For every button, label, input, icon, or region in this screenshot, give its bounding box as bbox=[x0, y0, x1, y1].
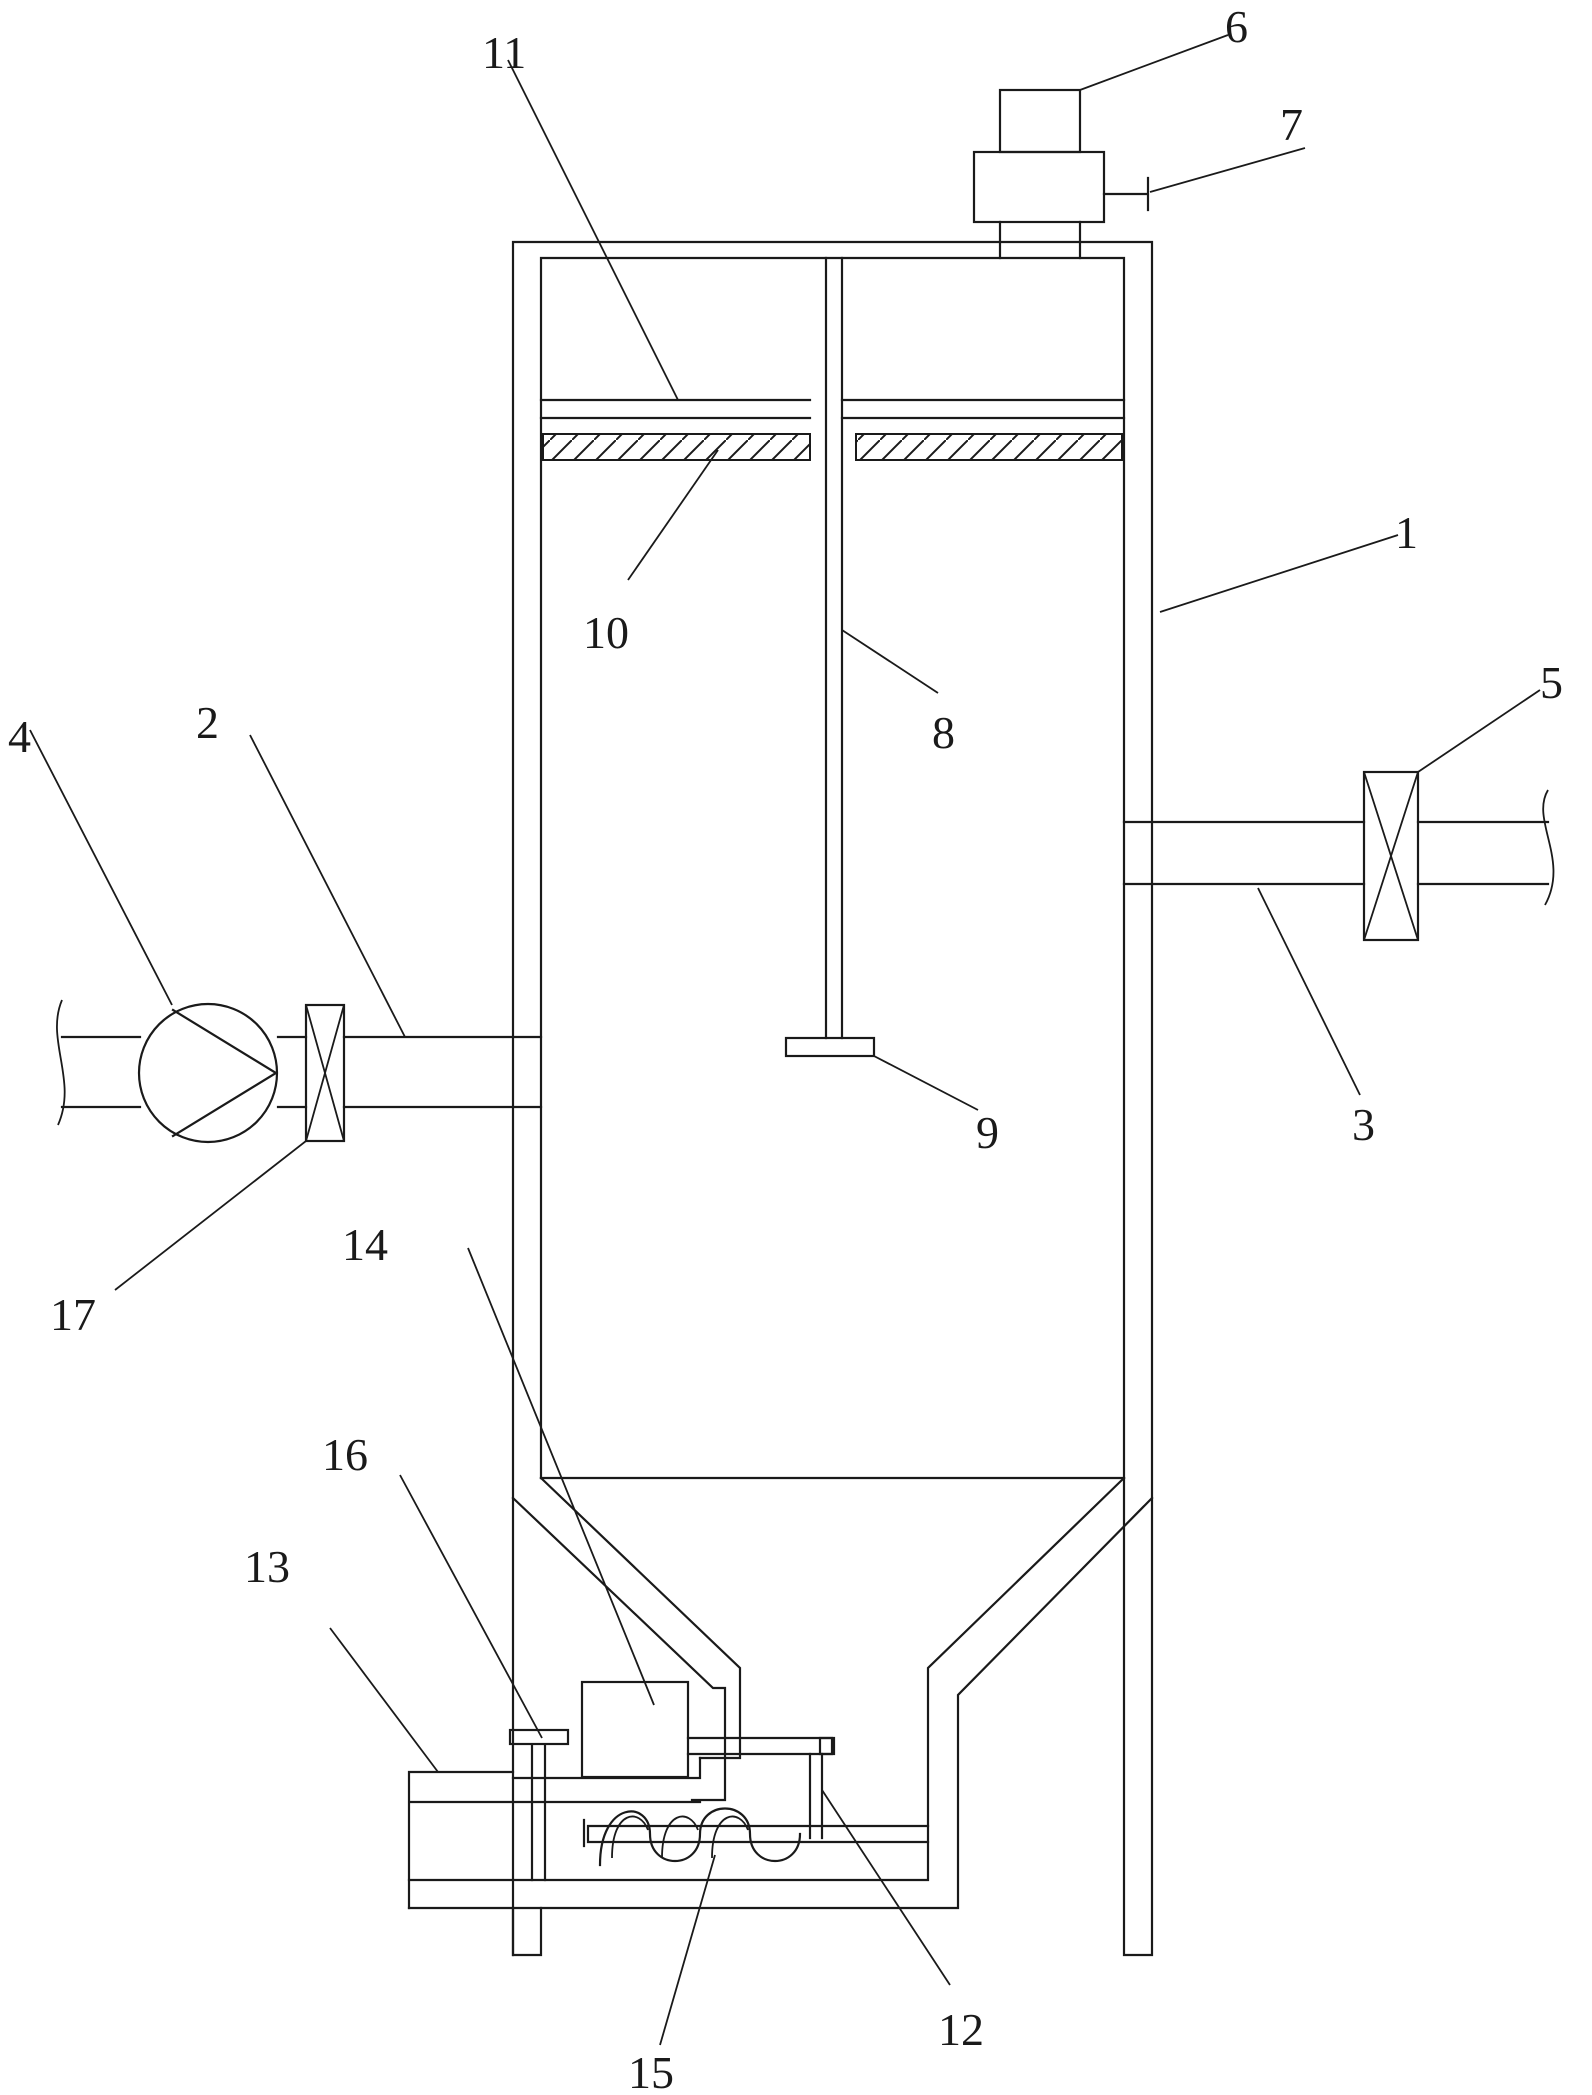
part-labels: 1 2 3 4 5 6 7 8 9 10 11 12 13 14 15 16 1… bbox=[8, 1, 1563, 2095]
label-3: 3 bbox=[1352, 1099, 1375, 1150]
label-4: 4 bbox=[8, 711, 31, 762]
base-support bbox=[407, 1728, 702, 1910]
leader-lines bbox=[29, 34, 1541, 2046]
label-15: 15 bbox=[628, 2047, 674, 2095]
label-13: 13 bbox=[244, 1541, 290, 1592]
label-11: 11 bbox=[482, 27, 526, 78]
label-17: 17 bbox=[50, 1289, 96, 1340]
inlet-pipe bbox=[56, 999, 543, 1126]
screw-conveyor bbox=[582, 1807, 930, 1867]
label-2: 2 bbox=[196, 697, 219, 748]
label-1: 1 bbox=[1395, 507, 1418, 558]
label-16: 16 bbox=[322, 1429, 368, 1480]
outlet-pipe bbox=[1122, 770, 1555, 942]
screw-motor bbox=[580, 1680, 836, 1840]
top-motor bbox=[972, 88, 1150, 260]
label-8: 8 bbox=[932, 707, 955, 758]
inlet-valve bbox=[304, 1003, 346, 1143]
label-10: 10 bbox=[583, 607, 629, 658]
label-5: 5 bbox=[1540, 657, 1563, 708]
pump bbox=[137, 1002, 279, 1144]
stirring-shaft bbox=[784, 256, 876, 1058]
label-14: 14 bbox=[342, 1219, 388, 1270]
label-12: 12 bbox=[938, 2004, 984, 2055]
label-7: 7 bbox=[1280, 99, 1303, 150]
filter-media bbox=[542, 433, 1123, 461]
label-9: 9 bbox=[976, 1107, 999, 1158]
filter-plate bbox=[539, 398, 1126, 420]
tank-body bbox=[407, 240, 1154, 1957]
label-6: 6 bbox=[1225, 1, 1248, 52]
